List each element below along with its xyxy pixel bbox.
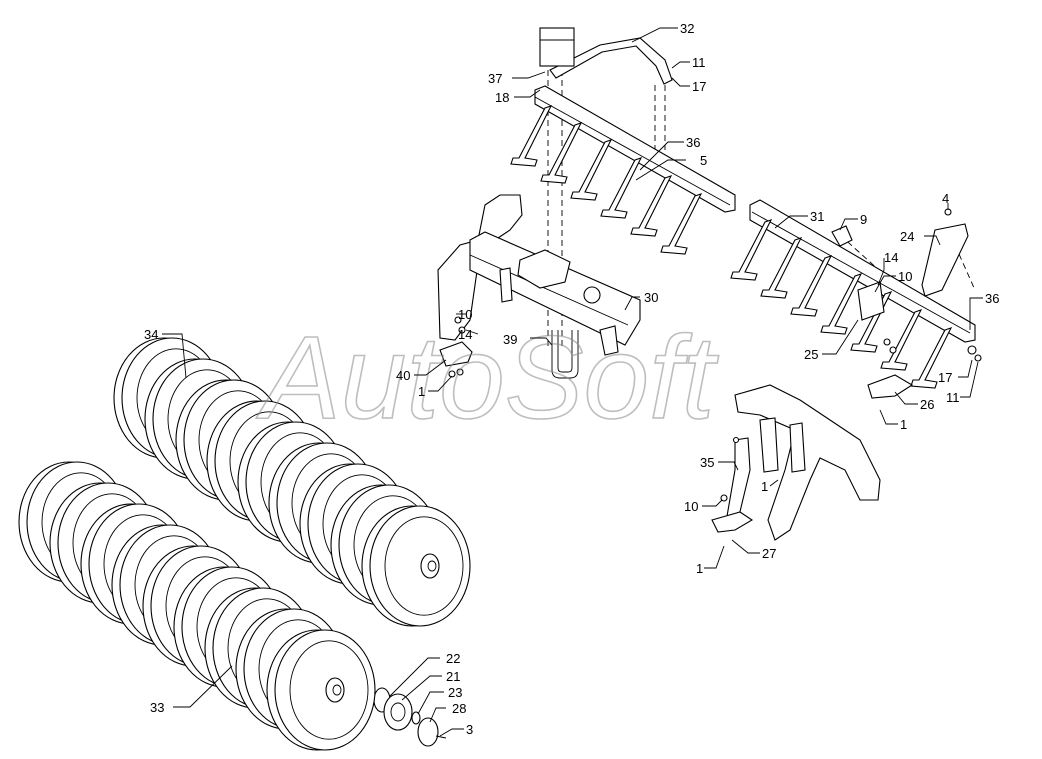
- label-1-bottom: 1: [696, 561, 703, 576]
- label-1-shank: 1: [761, 479, 768, 494]
- beam-tine: [790, 255, 833, 317]
- label-18: 18: [495, 90, 509, 105]
- disc-blade: [266, 629, 376, 751]
- label-39: 39: [503, 332, 517, 347]
- right-end-parts: [831, 208, 982, 399]
- label-5: 5: [700, 153, 707, 168]
- label-9: 9: [860, 212, 867, 227]
- label-14-right: 14: [884, 250, 898, 265]
- label-24: 24: [900, 229, 914, 244]
- label-35: 35: [700, 455, 714, 470]
- u-bolt: [551, 330, 579, 379]
- disc-gang-rear: [113, 337, 471, 627]
- beam-tine: [910, 327, 953, 389]
- label-23: 23: [448, 685, 462, 700]
- label-21: 21: [446, 669, 460, 684]
- label-3: 3: [466, 722, 473, 737]
- label-36-top: 36: [686, 135, 700, 150]
- label-34: 34: [144, 327, 158, 342]
- label-10-left: 10: [458, 307, 472, 322]
- label-36-right: 36: [985, 291, 999, 306]
- label-10-shank: 10: [684, 499, 698, 514]
- axle-hardware: [373, 687, 447, 747]
- beam-tine: [760, 237, 803, 299]
- disc-gang-front: [18, 461, 376, 751]
- beam-tine: [570, 139, 613, 201]
- label-28: 28: [452, 701, 466, 716]
- beam-tine: [540, 122, 583, 184]
- beam-tine: [510, 105, 553, 167]
- label-17-right: 17: [938, 370, 952, 385]
- label-4: 4: [942, 191, 949, 206]
- right-frame: [734, 384, 881, 541]
- shank-right: [711, 436, 754, 533]
- label-31: 31: [810, 209, 824, 224]
- callout-labels: 32 11 17 37 18 36 5 4 9 31 24 14 10 36 3…: [144, 21, 999, 737]
- label-25: 25: [804, 347, 818, 362]
- leader-lines: [162, 27, 983, 737]
- label-10-right: 10: [898, 269, 912, 284]
- label-11-right: 11: [946, 390, 960, 405]
- shank-bracket-left: [439, 316, 473, 378]
- label-1-left: 1: [418, 384, 425, 399]
- beam-tine: [600, 157, 643, 219]
- beam-tine: [660, 193, 703, 255]
- label-32: 32: [680, 21, 694, 36]
- label-37: 37: [488, 71, 502, 86]
- label-27: 27: [762, 546, 776, 561]
- label-30: 30: [644, 290, 658, 305]
- watermark: AutoSoft: [256, 312, 719, 444]
- lifting-bracket: [539, 27, 673, 85]
- label-33: 33: [150, 700, 164, 715]
- label-14-left: 14: [458, 327, 472, 342]
- label-22: 22: [446, 651, 460, 666]
- disc-blade: [361, 505, 471, 627]
- beam-tine: [820, 273, 863, 335]
- beam-tine: [630, 175, 673, 237]
- beam-tine: [880, 309, 923, 371]
- label-26: 26: [920, 397, 934, 412]
- label-1-right: 1: [900, 417, 907, 432]
- label-11-top: 11: [692, 55, 706, 70]
- left-frame: [437, 194, 641, 356]
- main-beam: [534, 85, 976, 343]
- beam-tine: [730, 219, 773, 281]
- label-40: 40: [396, 368, 410, 383]
- label-17-top: 17: [692, 79, 706, 94]
